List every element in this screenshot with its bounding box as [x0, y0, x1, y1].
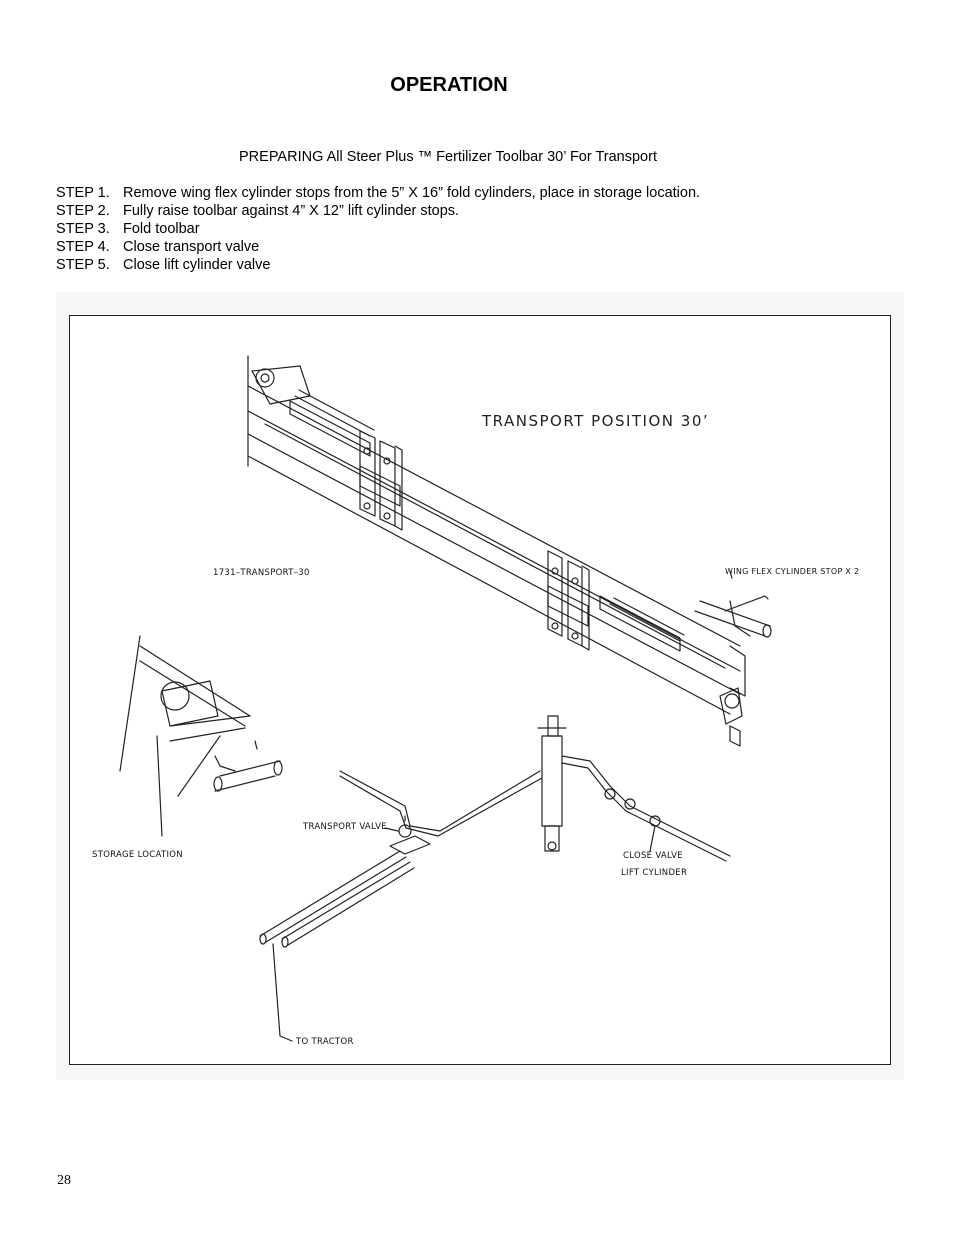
step-item: STEP 4. Close transport valve — [56, 238, 700, 256]
close-valve-label: CLOSE VALVE — [623, 851, 683, 861]
drawing-title: TRANSPORT POSITION 30’ — [482, 412, 710, 430]
storage-location-label: STORAGE LOCATION — [92, 850, 183, 860]
cylinder-stop-part — [694, 570, 772, 638]
procedure-title: PREPARING All Steer Plus ™ Fertilizer To… — [239, 149, 657, 165]
transport-valve-label: TRANSPORT VALVE — [303, 822, 387, 832]
toolbar-illustration — [119, 355, 772, 1042]
to-tractor-label: TO TRACTOR — [296, 1037, 354, 1047]
step-text: Remove wing flex cylinder stops from the… — [123, 185, 701, 201]
step-text: Fully raise toolbar against 4” X 12” lif… — [123, 203, 460, 219]
hydraulic-system — [259, 715, 731, 1042]
steps-list: STEP 1. Remove wing flex cylinder stops f… — [56, 184, 700, 274]
step-number: STEP 4. — [56, 239, 110, 255]
page-heading: OPERATION — [0, 74, 954, 97]
step-number: STEP 2. — [56, 203, 110, 219]
clamp-plates — [359, 430, 590, 651]
step-item: STEP 2. Fully raise toolbar against 4” X … — [56, 202, 700, 220]
step-number: STEP 1. — [56, 185, 110, 201]
drawing-id-label: 1731–TRANSPORT–30 — [213, 568, 310, 578]
page-number: 28 — [57, 1173, 71, 1188]
technical-drawing: TRANSPORT POSITION 30’ 1731–TRANSPORT–30… — [69, 315, 891, 1065]
wing-flex-stop-label: WING FLEX CYLINDER STOP X 2 — [725, 567, 860, 576]
step-item: STEP 1. Remove wing flex cylinder stops f… — [56, 184, 700, 202]
step-number: STEP 5. — [56, 257, 110, 273]
page-heading-text: OPERATION — [390, 74, 508, 96]
toolbar-frame — [247, 355, 746, 747]
step-text: Fold toolbar — [123, 221, 200, 237]
step-text: Close transport valve — [123, 239, 260, 255]
figure-scan: TRANSPORT POSITION 30’ 1731–TRANSPORT–30… — [56, 292, 904, 1080]
step-item: STEP 3. Fold toolbar — [56, 220, 700, 238]
lift-cylinder-label: LIFT CYLINDER — [621, 868, 688, 878]
step-item: STEP 5. Close lift cylinder valve — [56, 256, 700, 274]
step-number: STEP 3. — [56, 221, 110, 237]
step-text: Close lift cylinder valve — [123, 257, 271, 273]
storage-location-detail — [119, 635, 283, 837]
